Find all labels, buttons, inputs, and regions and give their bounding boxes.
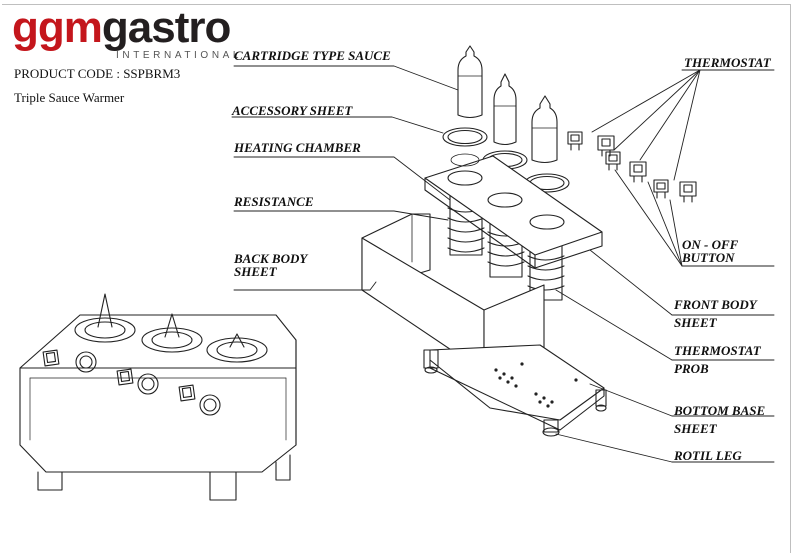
- label-bottom-base-line2: SHEET: [674, 421, 717, 436]
- label-front-body-line1: FRONT BODY: [674, 297, 757, 312]
- label-heating-chamber: HEATING CHAMBER: [234, 140, 361, 155]
- label-thermostat-prob-line1: THERMOSTAT: [674, 343, 761, 358]
- label-thermostat-prob-line2: PROB: [674, 361, 709, 376]
- brand-logo: ggmgastro INTERNATIONAL: [12, 3, 238, 62]
- logo-ggm-text: ggm: [12, 3, 103, 52]
- label-resistance: RESISTANCE: [234, 194, 314, 209]
- label-bottom-base-line1: BOTTOM BASE: [674, 403, 766, 418]
- diagram-frame: [2, 4, 791, 553]
- product-name: Triple Sauce Warmer: [14, 90, 125, 105]
- label-on-off-line2: BUTTON: [682, 250, 735, 265]
- label-cartridge-type-sauce: CARTRIDGE TYPE SAUCE: [234, 48, 391, 63]
- leader-lines: [231, 65, 775, 463]
- logo-gastro-text: gastro: [101, 3, 231, 52]
- label-on-off-line1: ON - OFF: [682, 237, 739, 252]
- thermostat-parts: [567, 131, 697, 203]
- label-back-body-line2: SHEET: [234, 264, 277, 279]
- product-code: PRODUCT CODE : SSPBRM3: [14, 66, 181, 81]
- label-back-body-line1: BACK BODY: [234, 251, 308, 266]
- top-plate: [424, 153, 603, 269]
- label-front-body-line2: SHEET: [674, 315, 717, 330]
- label-accessory-sheet: ACCESSORY SHEET: [232, 103, 353, 118]
- sauce-cartridges: [457, 45, 558, 164]
- label-rotil-leg: ROTIL LEG: [674, 448, 742, 463]
- bottom-base: [423, 344, 607, 437]
- assembled-unit-illustration: [19, 293, 297, 501]
- logo-subtitle: INTERNATIONAL: [116, 50, 243, 61]
- label-thermostat: THERMOSTAT: [684, 55, 771, 70]
